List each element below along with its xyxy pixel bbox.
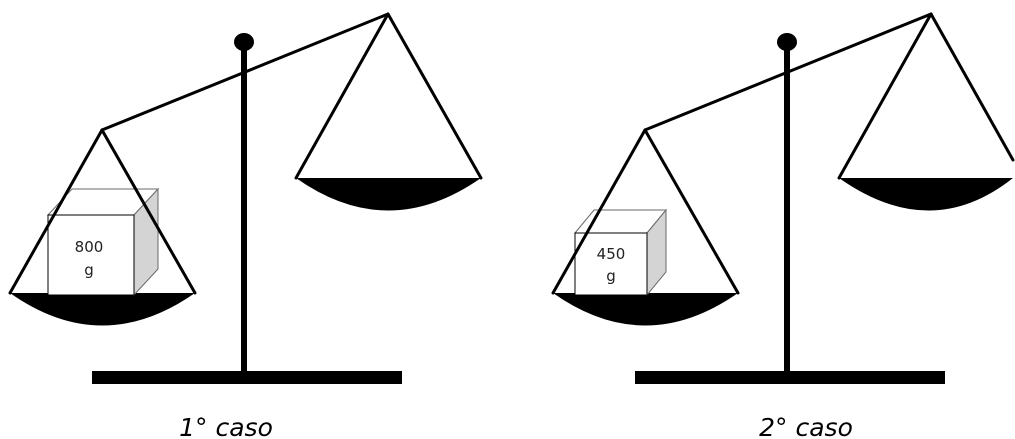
scale-1-right-string-b: [388, 14, 481, 178]
scale-2-right-pan-bowl: [839, 178, 1013, 211]
scale-1-right-pan-bowl: [296, 178, 481, 211]
scale-2: 450 g 2° caso: [553, 14, 1013, 439]
scale-1: 800 g 1° caso: [10, 14, 481, 439]
scale-2-right-string-b: [931, 14, 1013, 160]
scale-1-pole: [241, 43, 247, 373]
scale-1-weight-box: 800 g: [48, 189, 158, 295]
scale-2-caption: 2° caso: [759, 413, 853, 439]
scale-1-left-pan-bowl: [10, 293, 195, 326]
scale-2-pole: [784, 43, 790, 373]
scale-2-left-pan: 450 g: [553, 130, 738, 326]
scale-2-weight-front: [575, 233, 647, 295]
scale-1-caption: 1° caso: [179, 413, 273, 439]
scale-1-pivot-knob: [234, 33, 254, 51]
scale-2-weight-value: 450: [597, 245, 626, 263]
scale-2-right-pan: [839, 14, 1013, 211]
scale-2-right-string-a: [839, 14, 931, 178]
scale-2-left-pan-bowl: [553, 293, 738, 326]
scale-1-weight-value: 800: [75, 238, 104, 256]
scale-1-weight-unit: g: [84, 261, 94, 279]
scale-1-left-pan: 800 g: [10, 130, 195, 326]
scale-1-right-pan: [296, 14, 481, 211]
scale-1-right-string-a: [296, 14, 388, 178]
scale-2-pivot-knob: [777, 33, 797, 51]
scale-2-weight-box: 450 g: [575, 210, 666, 295]
scale-2-weight-unit: g: [606, 267, 616, 285]
